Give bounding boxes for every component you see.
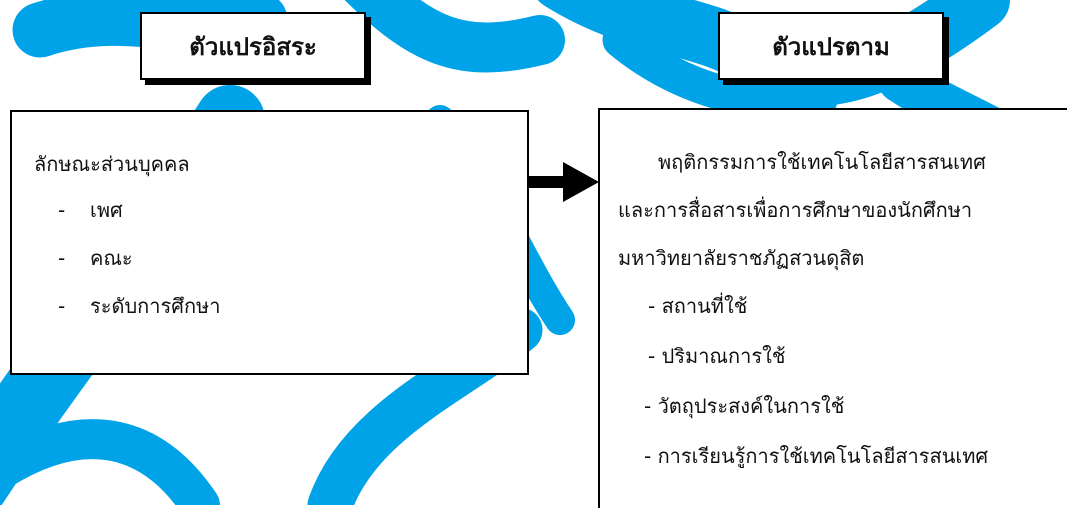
list-item-label: เพศ — [90, 198, 123, 222]
arrow-right-icon — [527, 162, 599, 202]
dependent-description-line: และการสื่อสารเพื่อการศึกษาของนักศึกษา — [618, 198, 973, 222]
list-item: -เพศ — [58, 198, 123, 222]
list-item: - สถานที่ใช้ — [648, 294, 748, 318]
list-item: -คณะ — [58, 246, 133, 270]
dependent-variable-title: ตัวแปรตาม — [772, 32, 890, 61]
independent-variable-box: ลักษณะส่วนบุคคล -เพศ -คณะ -ระดับการศึกษา — [10, 110, 529, 375]
dependent-variable-box: พฤติกรรมการใช้เทคโนโลยีสารสนเทศ และการสื… — [598, 108, 1067, 508]
dependent-variable-header: ตัวแปรตาม — [718, 12, 944, 80]
list-item: - วัตถุประสงค์ในการใช้ — [644, 394, 845, 418]
dependent-description-line: มหาวิทยาลัยราชภัฏสวนดุสิต — [618, 246, 865, 270]
dependent-description-line: พฤติกรรมการใช้เทคโนโลยีสารสนเทศ — [658, 150, 986, 174]
independent-variable-header: ตัวแปรอิสระ — [140, 12, 366, 80]
independent-variable-title: ตัวแปรอิสระ — [189, 32, 317, 61]
list-item-label: ระดับการศึกษา — [90, 294, 221, 318]
list-item: -ระดับการศึกษา — [58, 294, 221, 318]
list-item: - ปริมาณการใช้ — [648, 344, 786, 368]
independent-heading: ลักษณะส่วนบุคคล — [34, 152, 190, 176]
list-item-label: คณะ — [90, 246, 133, 270]
list-item: - การเรียนรู้การใช้เทคโนโลยีสารสนเทศ — [644, 444, 989, 468]
